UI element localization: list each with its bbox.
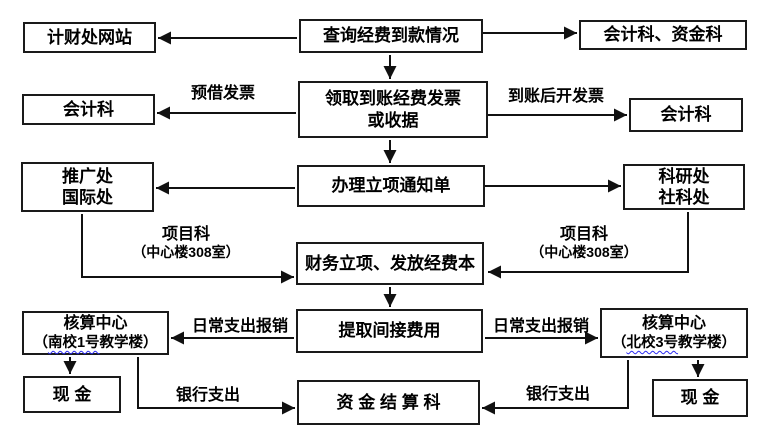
node-center-north-line1: 核算中心: [641, 314, 706, 332]
node-promotion-line1: 推广处: [62, 166, 113, 186]
node-center-south-line2: （南校1号教学楼）: [33, 334, 158, 351]
node-research-line2: 社科处: [658, 188, 710, 207]
edge-label-project-section-left: 项目科 （中心楼308室）: [132, 226, 240, 261]
node-accounting-left: 会计科: [22, 94, 155, 125]
edge-label-bank-expense-left: 银行支出: [175, 387, 240, 404]
node-receive-invoice: 领取到账经费发票 或收据: [298, 81, 488, 138]
edge-label-daily-expense-left: 日常支出报销: [191, 318, 288, 335]
node-center-south-line1: 核算中心: [63, 314, 128, 332]
node-cash-left-label: 现 金: [52, 384, 92, 404]
node-cash-right: 现 金: [652, 379, 748, 417]
node-accounting-center-north: 核算中心 （北校3号教学楼）: [600, 308, 748, 358]
arrow-south-bank-to-settlement: [137, 357, 295, 415]
node-receive-invoice-line1: 领取到账经费发票: [325, 89, 461, 109]
node-query-funds: 查询经费到款情况: [299, 19, 483, 53]
node-promotion-line2: 国际处: [62, 188, 113, 207]
spellcheck-underline-north: 北校3号: [626, 334, 679, 351]
node-cash-right-label: 现 金: [680, 388, 720, 408]
edge-label-bank-expense-right: 银行支出: [525, 386, 590, 403]
node-withdraw-label: 提取间接费用: [338, 321, 441, 341]
arrow-promotion-to-finance-setup: [81, 214, 294, 284]
node-accounting-funds-section: 会计科、资金科: [579, 20, 747, 50]
node-finance-setup-label: 财务立项、发放经费本: [305, 253, 475, 273]
node-finance-website: 计财处网站: [23, 22, 156, 53]
node-finance-website-label: 计财处网站: [47, 27, 132, 47]
node-accounting-funds-label: 会计科、资金科: [603, 25, 723, 45]
node-accounting-left-label: 会计科: [63, 99, 114, 119]
node-promotion-international: 推广处 国际处: [21, 162, 154, 212]
node-withdraw-indirect: 提取间接费用: [296, 309, 483, 353]
edge-label-advance-invoice: 预借发票: [190, 85, 255, 102]
arrow-north-bank-to-settlement: [482, 360, 629, 415]
node-research-social: 科研处 社科处: [623, 164, 745, 210]
node-project-notice-label: 办理立项通知单: [331, 176, 451, 196]
node-accounting-right: 会计科: [629, 98, 743, 132]
edge-label-invoice-after-arrival: 到账后开发票: [507, 88, 604, 105]
node-receive-invoice-line2: 或收据: [367, 110, 419, 130]
node-query-funds-label: 查询经费到款情况: [323, 26, 459, 46]
edge-label-daily-expense-right: 日常支出报销: [492, 318, 589, 335]
node-cash-left: 现 金: [23, 376, 121, 413]
node-project-notice: 办理立项通知单: [297, 165, 485, 207]
node-fund-settlement: 资 金 结 算 科: [297, 380, 480, 425]
arrow-research-to-finance-setup: [488, 212, 689, 279]
edge-label-project-section-right: 项目科 （中心楼308室）: [530, 226, 638, 261]
spellcheck-underline-south: 南校1号: [47, 334, 100, 351]
node-fund-settlement-label: 资 金 结 算 科: [336, 392, 441, 412]
node-accounting-center-south: 核算中心 （南校1号教学楼）: [22, 311, 169, 355]
node-accounting-right-label: 会计科: [660, 105, 712, 125]
node-research-line1: 科研处: [658, 166, 710, 186]
node-center-north-line2: （北校3号教学楼）: [611, 334, 737, 351]
node-finance-setup: 财务立项、发放经费本: [296, 242, 484, 285]
